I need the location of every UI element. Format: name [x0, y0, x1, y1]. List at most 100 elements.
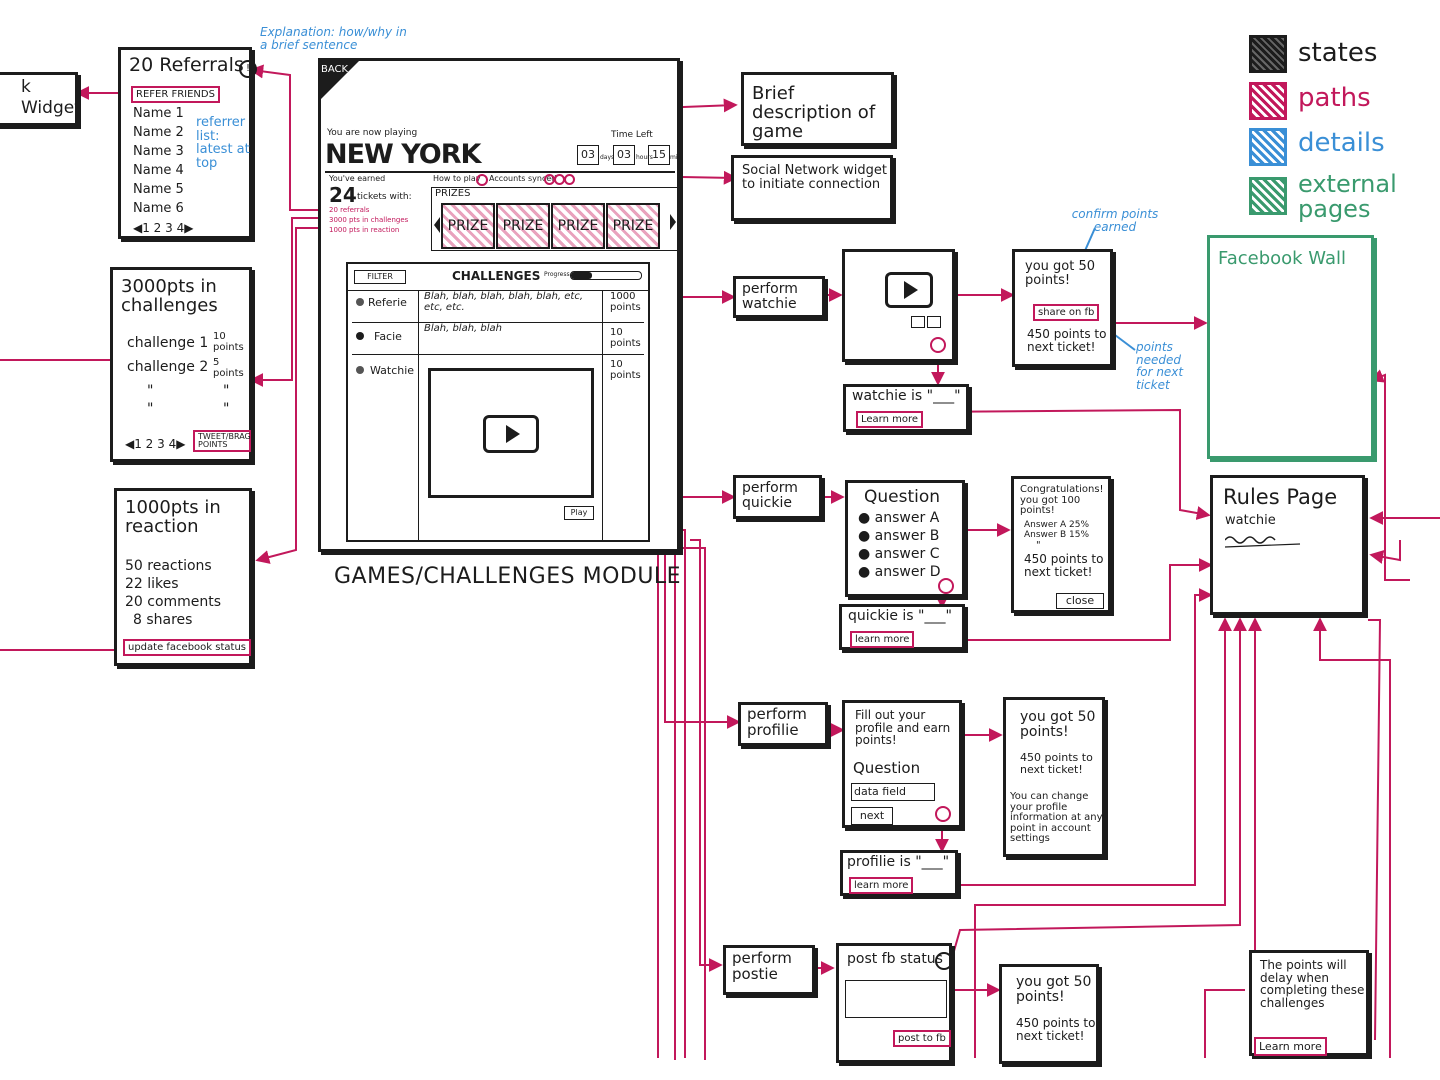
next-ticket-text: 450 points to next ticket!	[1027, 327, 1107, 354]
facebook-wall-title: Facebook Wall	[1218, 248, 1346, 269]
earned-challenges[interactable]: 3000 pts in challenges	[329, 216, 409, 224]
answer-label: answer D	[874, 564, 941, 580]
reaction-stat: 22 likes	[125, 576, 179, 592]
prev-arrow-icon[interactable]	[434, 217, 440, 233]
points-delay-note: The points will delay when completing th…	[1249, 950, 1369, 1056]
fullscreen-icon[interactable]	[911, 316, 925, 328]
answer-label: answer B	[874, 528, 940, 544]
reaction-stat: 50 reactions	[125, 558, 212, 574]
quickie-result-state: Congratulations! you got 100 points! Ans…	[1011, 476, 1111, 613]
close-button[interactable]: close	[1056, 593, 1104, 609]
refer-friends-button[interactable]: REFER FRIENDS	[131, 86, 220, 103]
earned-referrals[interactable]: 20 referrals	[329, 206, 370, 214]
answer-label: answer A	[874, 510, 940, 526]
challenge-status-icon	[356, 298, 364, 306]
answer-option[interactable]: ● answer B	[858, 528, 940, 544]
ditto-mark: "	[223, 401, 230, 417]
next-video-icon[interactable]	[927, 316, 941, 328]
prize-tile[interactable]: PRIZE	[496, 203, 550, 249]
explanation-note: Explanation: how/why in a brief sentence	[260, 25, 407, 52]
quickie-congrats: Congratulations! you got 100 points!	[1020, 484, 1104, 516]
quickie-detail-box: quickie is "___" learn more	[839, 604, 965, 650]
earned-reaction[interactable]: 1000 pts in reaction	[329, 226, 400, 234]
ditto-mark: "	[223, 383, 230, 399]
learn-more-link[interactable]: learn more	[850, 631, 915, 648]
tweet-brag-button[interactable]: TWEET/BRAG POINTS	[193, 430, 251, 452]
social-widget-box: Social Network widget to initiate connec…	[731, 155, 893, 221]
progress-bar	[570, 271, 642, 280]
points-earned-text: you got 50 points!	[1020, 709, 1096, 740]
city-title: NEW YORK	[325, 139, 481, 170]
next-button[interactable]: next	[851, 807, 893, 825]
quickie-question: Question	[864, 487, 941, 507]
challenge-row-points: 5 points	[213, 357, 244, 379]
account-dot[interactable]	[564, 174, 575, 185]
post-to-fb-button[interactable]: post to fb	[893, 1030, 951, 1047]
challenges-title: CHALLENGES	[452, 269, 541, 283]
update-facebook-status-button[interactable]: update facebook status	[123, 639, 251, 656]
referral-name: Name 1	[133, 106, 184, 121]
answer-stat: Answer A 25%	[1024, 520, 1090, 530]
confirm-points-note: confirm points earned	[1071, 207, 1159, 234]
answer-stat: Answer B 15%	[1024, 530, 1090, 540]
countdown-hours: 03	[613, 145, 635, 165]
answer-option[interactable]: ● answer C	[858, 546, 940, 562]
facebook-widget-box: k Widget	[0, 72, 81, 126]
challenge-name[interactable]: Watchie	[370, 364, 415, 377]
perform-profilie-label: perform profilie	[747, 705, 807, 739]
rules-title: Rules Page	[1223, 485, 1338, 509]
challenges-pager[interactable]: ◀1 2 3 4▶	[125, 437, 186, 451]
referrer-list-note: referrer list: latest at top	[196, 115, 250, 171]
referrals-title: 20 Referrals	[129, 54, 244, 76]
info-icon[interactable]: !	[239, 60, 257, 78]
learn-more-link[interactable]: Learn more	[1254, 1037, 1327, 1056]
time-left-label: Time Left	[611, 130, 653, 140]
postie-points-state: you got 50 points! 450 points to next ti…	[999, 964, 1099, 1064]
accounts-synced-link[interactable]: Accounts synced	[489, 174, 557, 183]
answer-option[interactable]: ● answer A	[858, 510, 940, 526]
watchie-points-state: you got 50 points! share on fb 450 point…	[1012, 249, 1113, 367]
challenge-status-icon	[356, 332, 364, 340]
share-on-fb-button[interactable]: share on fb	[1033, 304, 1100, 321]
countdown-minutes: 15	[648, 145, 670, 165]
play-icon[interactable]	[885, 272, 933, 308]
back-button[interactable]	[318, 58, 362, 102]
status-input[interactable]	[845, 980, 947, 1018]
perform-profilie-box: perform profilie	[738, 702, 828, 746]
answer-option[interactable]: ● answer D	[858, 564, 941, 580]
next-arrow-icon[interactable]	[670, 214, 676, 230]
tickets-count: 24	[329, 183, 357, 207]
points-earned-text: you got 50 points!	[1025, 259, 1095, 288]
prize-tile[interactable]: PRIZE	[441, 203, 495, 249]
how-to-play-link[interactable]: How to play	[433, 174, 481, 183]
how-to-play-dot[interactable]	[476, 174, 488, 186]
postie-form-state: post fb status post to fb	[836, 943, 953, 1063]
referral-name: Name 4	[133, 163, 184, 178]
profilie-is-text: profilie is "___"	[847, 854, 950, 870]
learn-more-link[interactable]: Learn more	[856, 411, 924, 428]
referrals-pager[interactable]: ◀1 2 3 4▶	[133, 221, 194, 235]
play-button[interactable]: Play	[564, 506, 594, 520]
data-field-input[interactable]: data field	[851, 783, 935, 801]
challenge-row-points: 10 points	[213, 331, 244, 353]
challenge-name[interactable]: Facie	[374, 330, 402, 343]
legend-swatch-external	[1249, 177, 1287, 215]
challenges-points-panel: 3000pts in challenges challenge 1 10 poi…	[110, 267, 252, 462]
perform-watchie-box: perform watchie	[733, 276, 825, 318]
play-icon[interactable]	[483, 415, 539, 453]
widget-label-line1: k	[21, 77, 31, 97]
back-label: BACK	[321, 64, 349, 75]
referral-name: Name 6	[133, 201, 184, 216]
prize-tile[interactable]: PRIZE	[606, 203, 660, 249]
video-player[interactable]	[428, 368, 594, 498]
prize-tile[interactable]: PRIZE	[551, 203, 605, 249]
quickie-question-state: Question ● answer A ● answer B ● answer …	[845, 480, 965, 597]
challenges-panel: FILTER CHALLENGES Progress Referie Blah,…	[346, 262, 650, 542]
perform-watchie-label: perform watchie	[742, 281, 798, 312]
rules-scribble	[1225, 536, 1301, 548]
referrals-panel: 20 Referrals ! REFER FRIENDS Name 1 Name…	[118, 47, 257, 239]
filter-button[interactable]: FILTER	[354, 270, 406, 284]
learn-more-link[interactable]: learn more	[849, 877, 914, 894]
facebook-wall-page: Facebook Wall	[1207, 235, 1374, 459]
challenge-name[interactable]: Referie	[368, 296, 407, 309]
